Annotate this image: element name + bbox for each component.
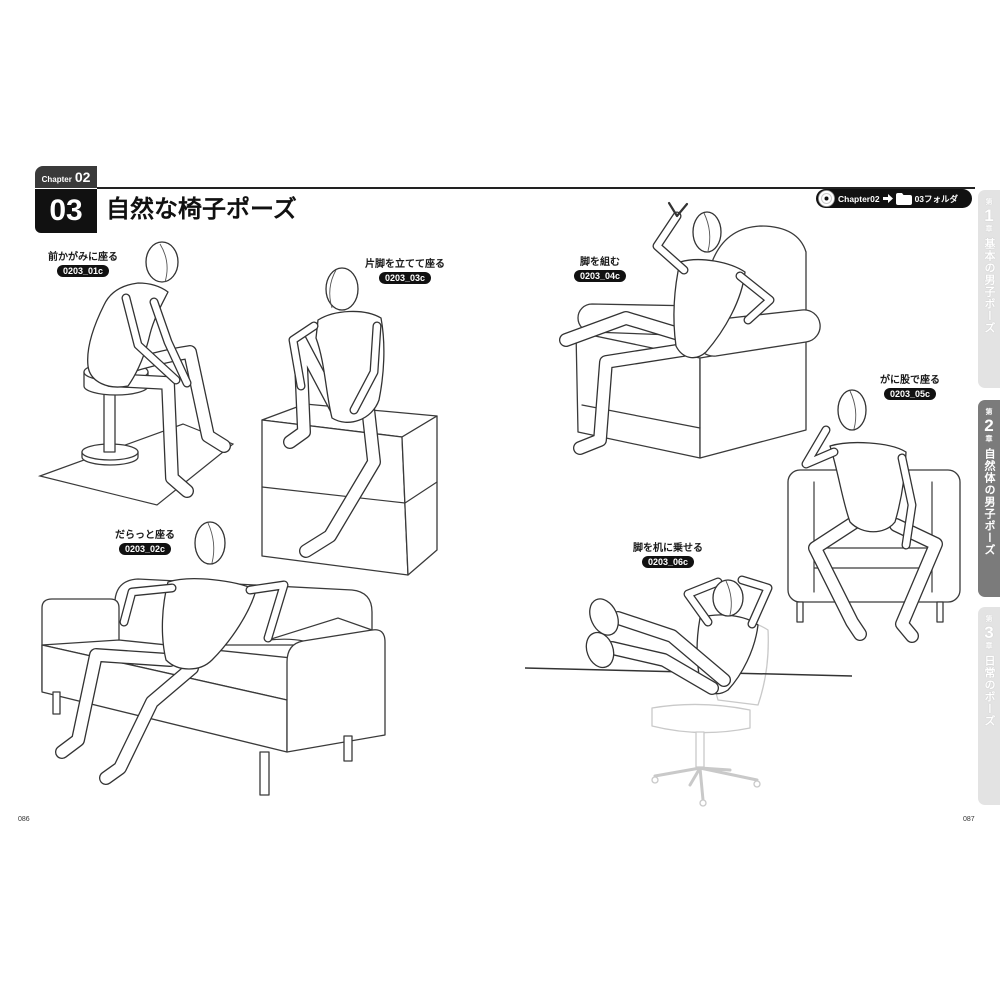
tab-chapter-title: 基本の男子ポーズ <box>983 238 996 334</box>
tab-chapter-number: 2 <box>984 416 994 435</box>
figure <box>566 201 770 448</box>
file-code-badge: 0203_05c <box>883 388 937 400</box>
disc-icon <box>818 190 835 207</box>
tab-prefix: 第 <box>985 198 993 206</box>
pose-name: 脚を組む <box>579 257 620 268</box>
tab-chapter-title: 自然体の男子ポーズ <box>983 448 996 556</box>
section-folder-label: 03フォルダ <box>914 193 959 204</box>
figure <box>87 241 224 491</box>
pose-caption-slouch: だらっと座る 0203_02c <box>115 530 175 555</box>
illustration-feet-on-desk <box>524 580 853 807</box>
illustration-bow-legged-chair <box>787 389 961 636</box>
pose-name: だらっと座る <box>115 530 175 541</box>
illustration-crossed-legs-armchair <box>566 201 821 459</box>
tab-prefix: 第 <box>985 615 993 623</box>
tab-chapter-title: 日常のポーズ <box>983 655 996 727</box>
data-folder-path: Chapter02 03フォルダ <box>816 189 972 208</box>
tab-chapter-number: 1 <box>984 206 994 225</box>
figure <box>806 389 936 636</box>
page-number-left: 086 <box>18 816 30 823</box>
chapter-word: Chapter <box>41 175 72 184</box>
header-rule <box>97 187 975 189</box>
floor-plane <box>37 423 235 506</box>
pose-caption-bow-legged: がに股で座る 0203_05c <box>880 375 940 400</box>
pose-name: 前かがみに座る <box>48 252 118 263</box>
pose-caption-lean-forward: 前かがみに座る 0203_01c <box>48 252 118 277</box>
file-code-badge: 0203_01c <box>56 265 110 277</box>
file-code-badge: 0203_04c <box>573 270 627 282</box>
tab-chapter-number: 3 <box>984 623 994 642</box>
tab-prefix: 第 <box>985 408 993 416</box>
pose-name: がに股で座る <box>880 375 940 386</box>
illustration-lean-forward-stool <box>37 241 235 506</box>
stacked-boxes <box>261 403 438 576</box>
illustration-slouch-sofa <box>41 521 386 796</box>
arrow-right-icon <box>882 194 893 203</box>
chapter-number: 02 <box>74 169 91 185</box>
section-number: 03 <box>35 189 97 233</box>
chapter-tab: Chapter 02 <box>35 166 97 188</box>
side-tab-chapter-2: 第 2 章 自然体の男子ポーズ <box>978 400 1000 597</box>
page-number-right: 087 <box>963 816 975 823</box>
side-tab-chapter-3: 第 3 章 日常のポーズ <box>978 607 1000 805</box>
tab-suffix: 章 <box>985 435 993 443</box>
tab-suffix: 章 <box>985 225 993 233</box>
figure <box>62 521 284 778</box>
illustration-knee-up-boxes <box>261 267 438 576</box>
pose-caption-knee-up: 片脚を立てて座る 0203_03c <box>365 259 445 284</box>
page-title: 自然な椅子ポーズ <box>106 195 297 223</box>
pose-caption-feet-on-desk: 脚を机に乗せる 0203_06c <box>633 543 703 568</box>
file-code-badge: 0203_02c <box>118 543 172 555</box>
figure <box>290 267 385 551</box>
chapter-folder-label: Chapter02 <box>838 193 880 204</box>
pose-name: 片脚を立てて座る <box>365 259 445 270</box>
tab-suffix: 章 <box>985 642 993 650</box>
pose-name: 脚を机に乗せる <box>633 543 703 554</box>
side-tab-chapter-1: 第 1 章 基本の男子ポーズ <box>978 190 1000 388</box>
pose-caption-crossed-legs: 脚を組む 0203_04c <box>573 257 627 282</box>
file-code-badge: 0203_03c <box>378 272 432 284</box>
figure <box>585 580 768 694</box>
folder-icon <box>895 192 912 205</box>
file-code-badge: 0203_06c <box>641 556 695 568</box>
